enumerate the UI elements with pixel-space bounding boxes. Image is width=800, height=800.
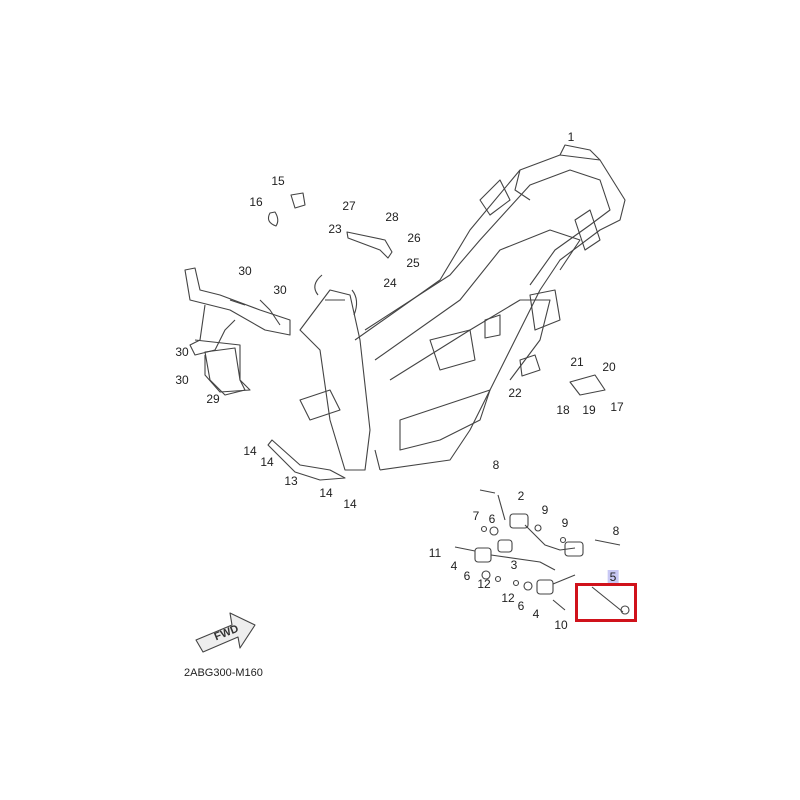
callout-label[interactable]: 11 <box>428 546 442 560</box>
callout-label[interactable]: 4 <box>450 559 458 573</box>
callout-label[interactable]: 1 <box>567 130 575 144</box>
callout-label[interactable]: 24 <box>383 276 397 290</box>
callout-label[interactable]: 29 <box>206 392 220 406</box>
callout-label[interactable]: 21 <box>570 355 584 369</box>
callout-label[interactable]: 7 <box>472 509 480 523</box>
callout-label[interactable]: 8 <box>612 524 620 538</box>
callout-label[interactable]: 12 <box>477 577 491 591</box>
callout-label[interactable]: 3 <box>510 558 518 572</box>
clamp-16 <box>267 211 279 227</box>
callout-label[interactable]: 30 <box>238 264 252 278</box>
main-frame <box>299 144 626 471</box>
callout-label[interactable]: 6 <box>517 599 525 613</box>
callout-label[interactable]: 2 <box>517 489 525 503</box>
callout-label[interactable]: 10 <box>554 618 568 632</box>
callout-label[interactable]: 4 <box>532 607 540 621</box>
front-bracket <box>184 267 291 393</box>
callout-label[interactable]: 30 <box>273 283 287 297</box>
callout-label[interactable]: 28 <box>385 210 399 224</box>
stay-13 <box>267 439 346 481</box>
callout-label[interactable]: 6 <box>488 512 496 526</box>
brace-29 <box>204 347 246 396</box>
callout-label[interactable]: 27 <box>342 199 356 213</box>
callout-label[interactable]: 14 <box>243 444 257 458</box>
callout-label[interactable]: 15 <box>271 174 285 188</box>
diagram-code: 2ABG300-M160 <box>184 667 263 679</box>
callout-label[interactable]: 23 <box>328 222 342 236</box>
callout-label[interactable]: 17 <box>610 400 624 414</box>
callout-label[interactable]: 14 <box>319 486 333 500</box>
callout-label[interactable]: 26 <box>407 231 421 245</box>
callout-label[interactable]: 8 <box>492 458 500 472</box>
callout-label[interactable]: 14 <box>343 497 357 511</box>
callout-label[interactable]: 9 <box>541 503 549 517</box>
fwd-arrow <box>195 612 256 653</box>
bracket-17 <box>569 374 606 396</box>
callout-label[interactable]: 12 <box>501 591 515 605</box>
callout-label[interactable]: 9 <box>561 516 569 530</box>
selected-part-highlight <box>575 583 637 622</box>
callout-label[interactable]: 30 <box>175 345 189 359</box>
callout-label[interactable]: 30 <box>175 373 189 387</box>
callout-label[interactable]: 22 <box>508 386 522 400</box>
callout-label[interactable]: 13 <box>284 474 298 488</box>
clamp-15 <box>290 192 306 209</box>
callout-part-5-highlighted[interactable]: 5 <box>607 570 619 584</box>
bracket-23 <box>346 231 393 259</box>
callout-label[interactable]: 19 <box>582 403 596 417</box>
callout-label[interactable]: 14 <box>260 455 274 469</box>
callout-label[interactable]: 18 <box>556 403 570 417</box>
callout-label[interactable]: 20 <box>602 360 616 374</box>
callout-label[interactable]: 16 <box>249 195 263 209</box>
callout-label[interactable]: 6 <box>463 569 471 583</box>
callout-label[interactable]: 25 <box>406 256 420 270</box>
engine-mount-link <box>454 489 630 615</box>
